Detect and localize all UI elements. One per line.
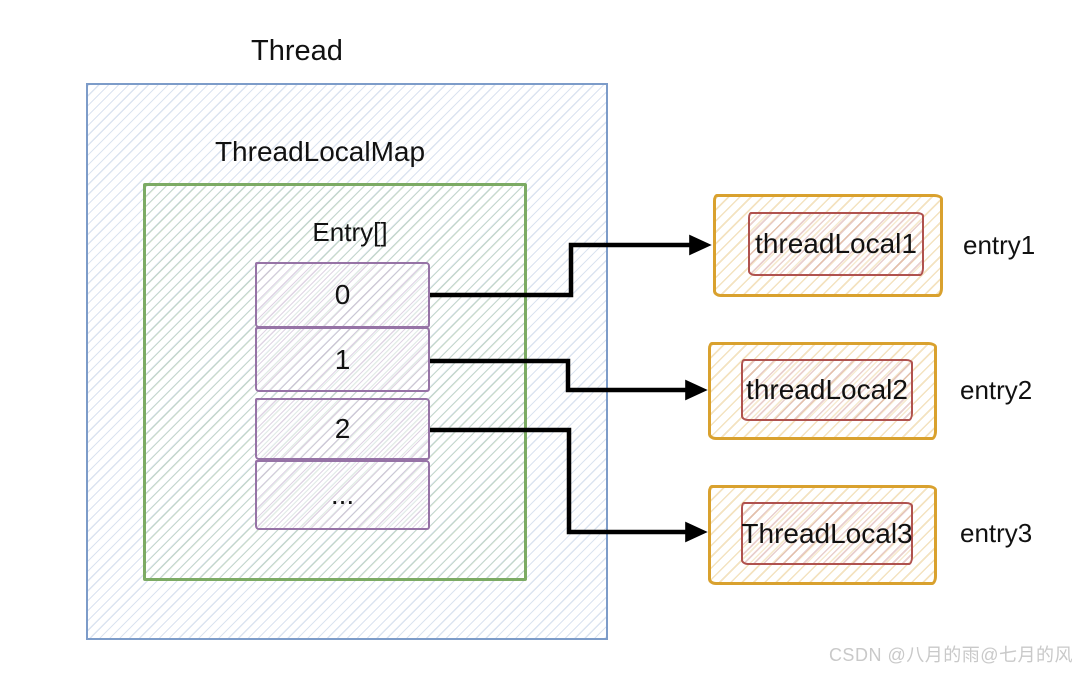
entry2-box: threadLocal2	[708, 342, 937, 440]
entry-cell-2: 2	[255, 398, 430, 460]
entry-cell-ellipsis: ...	[255, 460, 430, 530]
entry-cell-1: 1	[255, 327, 430, 392]
thread-box: ThreadLocalMap Entry[] 0 1 2 ...	[86, 83, 608, 640]
entry2-label: entry2	[960, 375, 1033, 405]
threadlocalmap-box: Entry[] 0 1 2 ...	[143, 183, 527, 581]
entry-array-label: Entry[]	[312, 217, 388, 247]
thread-box-title: Thread	[251, 35, 343, 67]
threadlocalmap-title: ThreadLocalMap	[214, 136, 426, 167]
threadlocal1-box: threadLocal1	[748, 212, 924, 276]
threadlocal3-box: ThreadLocal3	[741, 502, 913, 565]
entry-cell-0: 0	[255, 262, 430, 328]
entry1-box: threadLocal1	[713, 194, 943, 297]
watermark-text: CSDN @八月的雨@七月的风	[828, 645, 1073, 665]
entry3-label: entry3	[960, 518, 1033, 548]
entry1-label: entry1	[963, 230, 1036, 260]
entry3-box: ThreadLocal3	[708, 485, 937, 585]
threadlocal2-box: threadLocal2	[741, 359, 913, 421]
